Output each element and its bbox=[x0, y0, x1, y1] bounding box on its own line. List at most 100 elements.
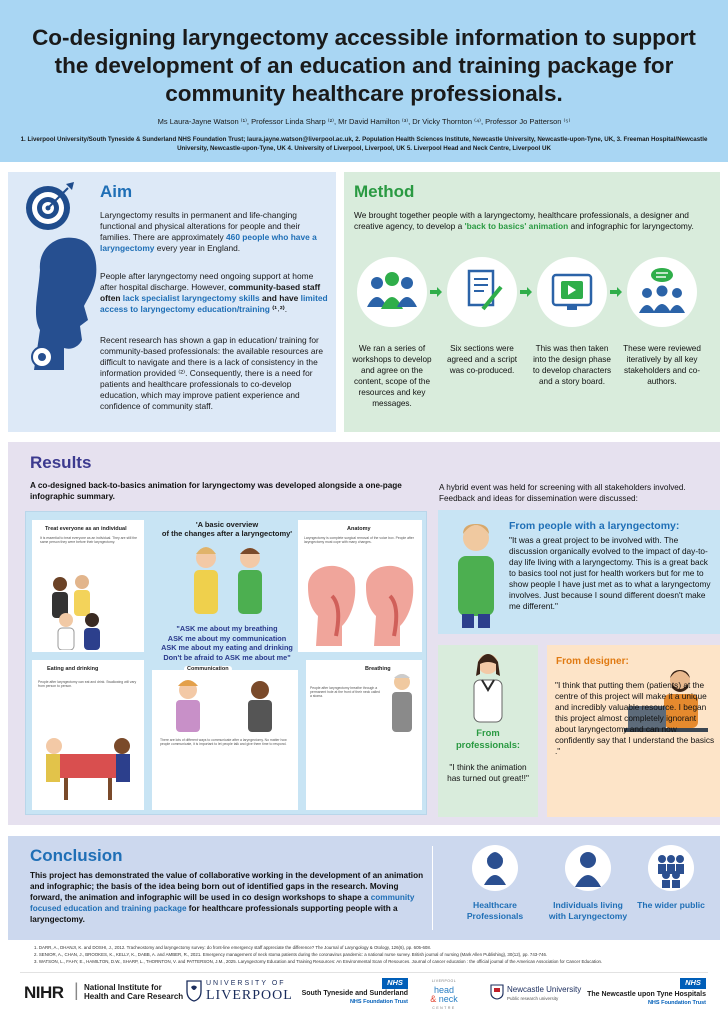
step-3-circle bbox=[537, 257, 607, 327]
healthcare-professional-icon bbox=[484, 852, 506, 885]
method-intro: We brought together people with a laryng… bbox=[354, 210, 710, 232]
hn-amp: & bbox=[430, 994, 437, 1004]
video-player-icon bbox=[551, 273, 593, 310]
reference-2: 2. SENIOR, A., CHAN, J., BROOKES, K., KE… bbox=[34, 952, 548, 957]
infographic-ask-4: Don't be afraid to ASK me about me" bbox=[163, 652, 291, 662]
nut-nhs-logo: NHS bbox=[680, 978, 706, 989]
infographic-title-2: of the changes after a laryngectomy' bbox=[161, 529, 293, 538]
infographic-anatomy-heading: Anatomy bbox=[344, 526, 374, 532]
reference-3: 3. WATSON, L., FAHY, E., HAMILTON, D.W.,… bbox=[34, 959, 603, 964]
nihr-line-2: Health and Care Research bbox=[84, 992, 184, 1001]
hn-line-1: head bbox=[433, 985, 455, 995]
infographic-dining-icon bbox=[46, 738, 130, 800]
professionals-heading-line-1: From bbox=[476, 727, 500, 738]
aim-p2-text: People after laryngectomy need ongoing s… bbox=[100, 271, 314, 292]
review-discussion-icon bbox=[639, 268, 685, 313]
infographic-ask-2: ASK me about my communication bbox=[167, 633, 287, 643]
infographic-older-man-icon bbox=[392, 674, 412, 732]
public-circle bbox=[648, 845, 694, 891]
ncl-line-1: Newcastle University bbox=[507, 985, 582, 994]
poster-title: Co-designing laryngectomy accessible inf… bbox=[32, 25, 696, 106]
infographic-characters-icon bbox=[194, 547, 262, 614]
sts-line-1: South Tyneside and Sunderland bbox=[301, 990, 408, 997]
method-intro-highlight: 'back to basics' animation bbox=[464, 221, 569, 231]
pwl-heading: From people with a laryngectomy: bbox=[509, 520, 680, 532]
arrow-icon bbox=[610, 287, 622, 297]
nihr-logo-text: National Institute for Health and Care R… bbox=[84, 983, 183, 1001]
workshop-group-icon bbox=[367, 272, 417, 309]
aim-p1-text: Laryngectomy results in permanent and li… bbox=[100, 210, 301, 242]
infographic-ask-block: "ASK me about my breathing ASK me about … bbox=[152, 624, 302, 662]
aim-p2-end: . bbox=[284, 304, 288, 314]
reference-1: 1. DARR, A., DHANJI, K. and DOSHI, J., 2… bbox=[34, 945, 431, 950]
liverpool-logo-line-2: LIVERPOOL bbox=[206, 988, 293, 1003]
conclusion-highlight: community focused education and training… bbox=[30, 893, 415, 913]
nut-trust-text: The Newcastle upon Tyne Hospitals NHS Fo… bbox=[580, 991, 706, 1007]
aim-p2-highlight-2: limited access to laryngectomy education… bbox=[100, 293, 328, 314]
designer-heading: From designer: bbox=[556, 656, 629, 667]
aim-paragraph-1: Laryngectomy results in permanent and li… bbox=[100, 210, 328, 254]
infographic-treat-heading: Treat everyone as an individual bbox=[42, 526, 130, 532]
aim-illustration bbox=[26, 182, 97, 370]
target-icon bbox=[26, 182, 74, 230]
nihr-line-1: National Institute for bbox=[84, 983, 162, 992]
sts-line-2: NHS Foundation Trust bbox=[349, 999, 408, 1005]
infographic-ask-1: "ASK me about my breathing bbox=[176, 624, 278, 633]
sts-nhs-logo: NHS bbox=[382, 978, 408, 989]
professionals-heading-line-2: professionals: bbox=[455, 739, 521, 750]
nihr-logo-separator: | bbox=[74, 980, 79, 1000]
step-2-circle bbox=[447, 257, 517, 327]
liverpool-logo-line-1: UNIVERSITY OF bbox=[206, 980, 286, 987]
hybrid-event-text: A hybrid event was held for screening wi… bbox=[439, 483, 686, 503]
infographic-ask-3: ASK me about my eating and drinking bbox=[161, 643, 293, 652]
conclusion-heading: Conclusion bbox=[30, 846, 123, 865]
professionals-heading: From professionals: bbox=[438, 727, 538, 751]
step-3-text: This was then taken into the design phas… bbox=[532, 344, 612, 386]
method-intro-text: We brought together people with a laryng… bbox=[354, 210, 689, 231]
infographic: Treat everyone as an individual It is es… bbox=[25, 511, 427, 815]
results-heading: Results bbox=[30, 453, 92, 472]
professionals-quote: "I think the animation has turned out gr… bbox=[447, 762, 529, 783]
step-4-text: These were reviewed iteratively by all k… bbox=[623, 344, 701, 386]
step-1-text: We ran a series of workshops to develop … bbox=[352, 344, 432, 408]
logos-divider bbox=[20, 972, 708, 973]
infographic-anatomy-icon bbox=[308, 565, 414, 646]
conclusion-text-a: This project has demonstrated the value … bbox=[30, 871, 424, 902]
hn-line-3: CENTRE bbox=[432, 1006, 456, 1010]
aim-p2-ref: ⁽¹˒²⁾ bbox=[269, 304, 285, 314]
professional-woman-icon bbox=[473, 654, 503, 723]
person-icon bbox=[575, 852, 601, 887]
method-heading: Method bbox=[354, 182, 415, 201]
aim-p2-bold: community-based staff often bbox=[100, 282, 321, 303]
script-document-icon bbox=[467, 269, 503, 311]
healthcare-professional-circle bbox=[472, 845, 518, 891]
infographic-breathing-heading: Breathing bbox=[362, 666, 394, 672]
conclusion-divider bbox=[432, 846, 433, 930]
nihr-logo-mark: NIHR bbox=[24, 983, 64, 1002]
aim-paragraph-2: People after laryngectomy need ongoing s… bbox=[100, 271, 328, 315]
aim-p1-highlight: 460 people who have a laryngectomy bbox=[100, 232, 317, 253]
aim-paragraph-3: Recent research has shown a gap in educa… bbox=[100, 335, 323, 411]
infographic-title-1: 'A basic overview bbox=[195, 520, 259, 529]
infographic-people-icon bbox=[52, 575, 100, 650]
audience-label-individuals: Individuals living with Laryngectomy bbox=[548, 900, 628, 921]
affiliations: 1. Liverpool University/South Tyneside &… bbox=[20, 136, 708, 152]
newcastle-crest-icon bbox=[490, 984, 504, 1000]
step-1-circle bbox=[357, 257, 427, 327]
head-silhouette-icon bbox=[31, 237, 97, 370]
arrow-icon bbox=[430, 287, 442, 297]
aim-heading: Aim bbox=[100, 182, 133, 201]
pwl-quote: "It was a great project to be involved w… bbox=[509, 535, 711, 611]
hn-amp-row: & neck bbox=[424, 995, 464, 1004]
infographic-eating-card bbox=[32, 660, 144, 810]
hn-line-2: neck bbox=[438, 994, 458, 1004]
infographic-eating-heading: Eating and drinking bbox=[44, 666, 102, 672]
audience-label-public: The wider public bbox=[637, 900, 705, 910]
header-banner bbox=[0, 0, 728, 162]
public-group-icon bbox=[658, 855, 684, 888]
designer-at-laptop-icon bbox=[624, 670, 708, 732]
man-with-laryngectomy-icon bbox=[458, 524, 494, 628]
hn-top: LIVERPOOL bbox=[431, 979, 457, 983]
authors: Ms Laura-Jayne Watson ⁽¹⁾, Professor Lin… bbox=[157, 117, 571, 126]
head-neck-logo: LIVERPOOL head & neck CENTRE bbox=[424, 977, 464, 1013]
